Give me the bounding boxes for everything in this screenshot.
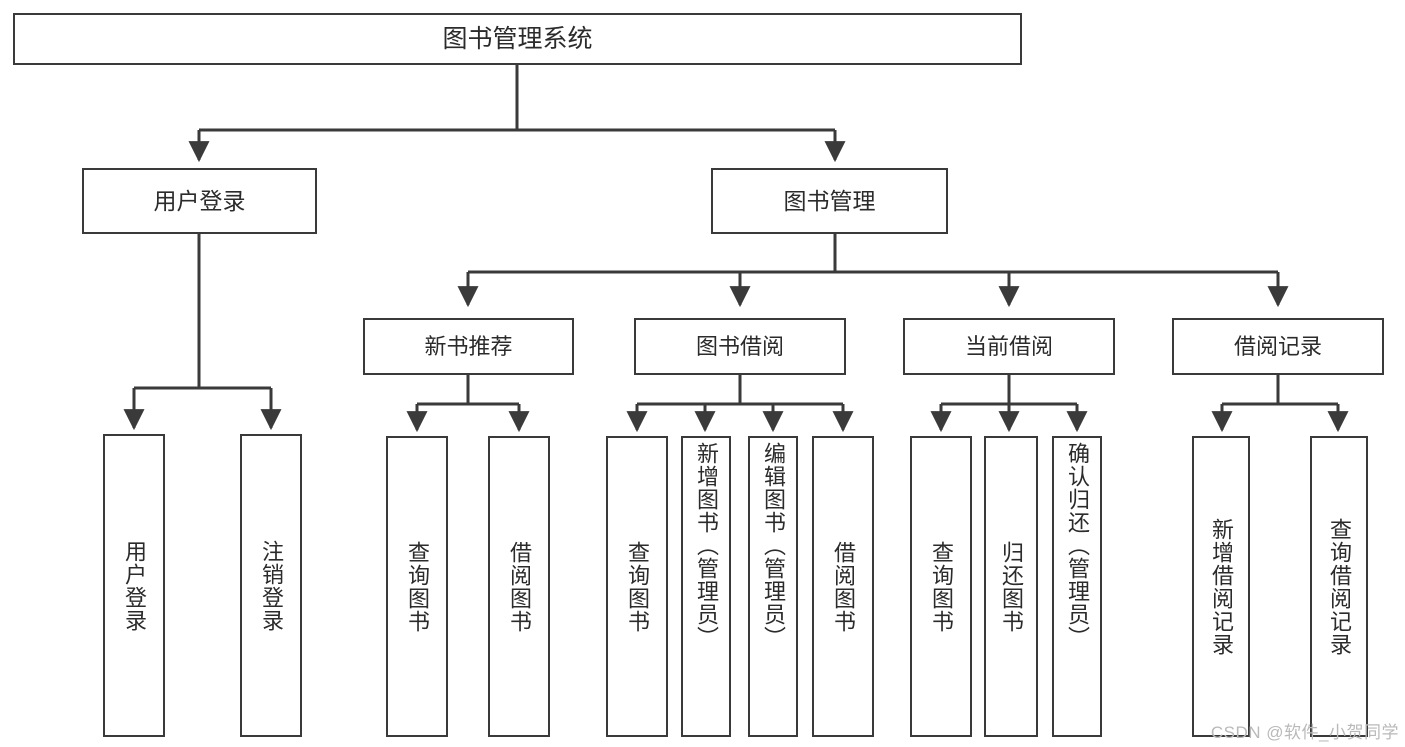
leaf-new-book-query-book-label: 查询图书 [404, 540, 430, 633]
leaf-book-borrow-borrow-book[interactable]: 借阅图书 [812, 436, 874, 737]
leaf-borrow-record-add-record-label: 新增借阅记录 [1208, 517, 1234, 656]
leaf-book-borrow-add-book-admin[interactable]: 新增图书（管理员） [681, 436, 731, 737]
leaf-book-borrow-edit-book-admin-label: 编辑图书（管理员） [760, 442, 786, 649]
leaf-book-borrow-query-book-label: 查询图书 [624, 540, 650, 633]
leaf-new-book-borrow-book[interactable]: 借阅图书 [488, 436, 550, 737]
node-user-login[interactable]: 用户登录 [82, 168, 317, 234]
leaf-borrow-record-add-record[interactable]: 新增借阅记录 [1192, 436, 1250, 737]
leaf-user-login-login-label: 用户登录 [121, 539, 147, 632]
node-current-borrow[interactable]: 当前借阅 [903, 318, 1115, 375]
leaf-book-borrow-query-book[interactable]: 查询图书 [606, 436, 668, 737]
node-root-book-management-system[interactable]: 图书管理系统 [13, 13, 1022, 65]
leaf-user-login-logout-label: 注销登录 [258, 539, 284, 632]
node-current-borrow-label: 当前借阅 [964, 333, 1053, 359]
leaf-current-borrow-confirm-return-admin[interactable]: 确认归还（管理员） [1052, 436, 1102, 737]
leaf-user-login-login[interactable]: 用户登录 [103, 434, 165, 737]
node-book-management[interactable]: 图书管理 [711, 168, 948, 234]
node-user-login-label: 用户登录 [153, 187, 246, 214]
leaf-current-borrow-query-book-label: 查询图书 [928, 540, 954, 633]
leaf-current-borrow-return-book-label: 归还图书 [998, 540, 1024, 633]
node-book-management-label: 图书管理 [783, 187, 876, 214]
leaf-borrow-record-query-record-label: 查询借阅记录 [1326, 517, 1352, 656]
leaf-book-borrow-add-book-admin-label: 新增图书（管理员） [693, 442, 719, 649]
leaf-new-book-query-book[interactable]: 查询图书 [386, 436, 448, 737]
node-borrow-record-label: 借阅记录 [1233, 333, 1322, 359]
leaf-user-login-logout[interactable]: 注销登录 [240, 434, 302, 737]
node-new-book-recommend[interactable]: 新书推荐 [363, 318, 574, 375]
leaf-new-book-borrow-book-label: 借阅图书 [506, 540, 532, 633]
leaf-book-borrow-borrow-book-label: 借阅图书 [830, 540, 856, 633]
leaf-current-borrow-confirm-return-admin-label: 确认归还（管理员） [1064, 442, 1090, 649]
node-book-borrow[interactable]: 图书借阅 [634, 318, 846, 375]
node-borrow-record[interactable]: 借阅记录 [1172, 318, 1384, 375]
leaf-current-borrow-query-book[interactable]: 查询图书 [910, 436, 972, 737]
leaf-book-borrow-edit-book-admin[interactable]: 编辑图书（管理员） [748, 436, 798, 737]
node-root-label: 图书管理系统 [442, 24, 593, 53]
node-book-borrow-label: 图书借阅 [695, 333, 784, 359]
node-new-book-recommend-label: 新书推荐 [424, 333, 513, 359]
leaf-current-borrow-return-book[interactable]: 归还图书 [984, 436, 1038, 737]
leaf-borrow-record-query-record[interactable]: 查询借阅记录 [1310, 436, 1368, 737]
